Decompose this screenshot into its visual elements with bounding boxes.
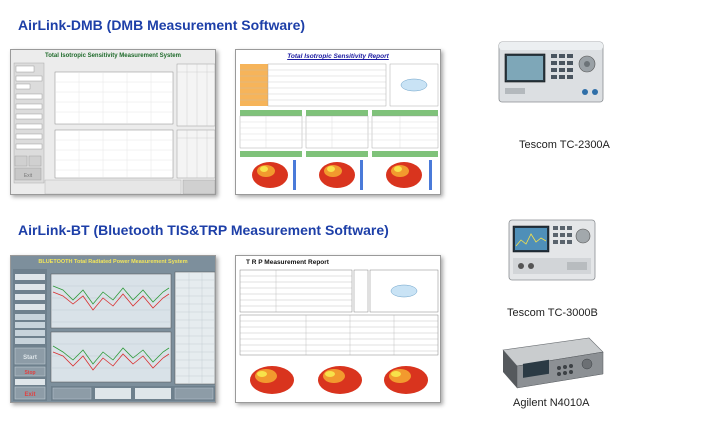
bluetooth-tester-icon <box>508 219 596 281</box>
dmb-report-graphic <box>239 63 439 190</box>
bt-software-graphic: Start Stop Exit <box>13 269 215 401</box>
bt-report-title: T R P Measurement Report <box>246 259 329 266</box>
svg-text:Stop: Stop <box>24 370 35 376</box>
dmb-report-title: Total Isotropic Sensitivity Report <box>287 53 389 60</box>
svg-text:Exit: Exit <box>24 392 35 398</box>
device-label-n4010a: Agilent N4010A <box>513 397 590 409</box>
dmb-window-title: Total Isotropic Sensitivity Measurement … <box>45 53 181 59</box>
agilent-n4010a-device <box>497 332 607 392</box>
tescom-tc2300a-device <box>497 36 607 108</box>
wireless-test-set-icon <box>502 337 604 389</box>
bt-report-screenshot[interactable]: T R P Measurement Report <box>235 255 441 403</box>
svg-text:Start: Start <box>23 355 37 361</box>
dmb-report-screenshot[interactable]: Total Isotropic Sensitivity Report <box>235 49 441 195</box>
bt-software-screenshot[interactable]: BLUETOOTH Total Radiated Power Measureme… <box>10 255 216 403</box>
signal-analyzer-icon <box>498 41 604 103</box>
device-label-tc3000b: Tescom TC-3000B <box>507 307 598 319</box>
dmb-software-screenshot[interactable]: Total Isotropic Sensitivity Measurement … <box>10 49 216 195</box>
device-label-tc2300a: Tescom TC-2300A <box>519 139 610 151</box>
dmb-software-graphic: Exit <box>13 62 215 194</box>
section-title-dmb: AirLink-DMB (DMB Measurement Software) <box>18 17 306 33</box>
tescom-tc3000b-device <box>507 216 597 284</box>
section-title-bt: AirLink-BT (Bluetooth TIS&TRP Measuremen… <box>18 222 389 238</box>
bt-report-graphic <box>239 269 439 400</box>
bt-window-title: BLUETOOTH Total Radiated Power Measureme… <box>38 259 188 265</box>
svg-text:Exit: Exit <box>24 173 33 179</box>
